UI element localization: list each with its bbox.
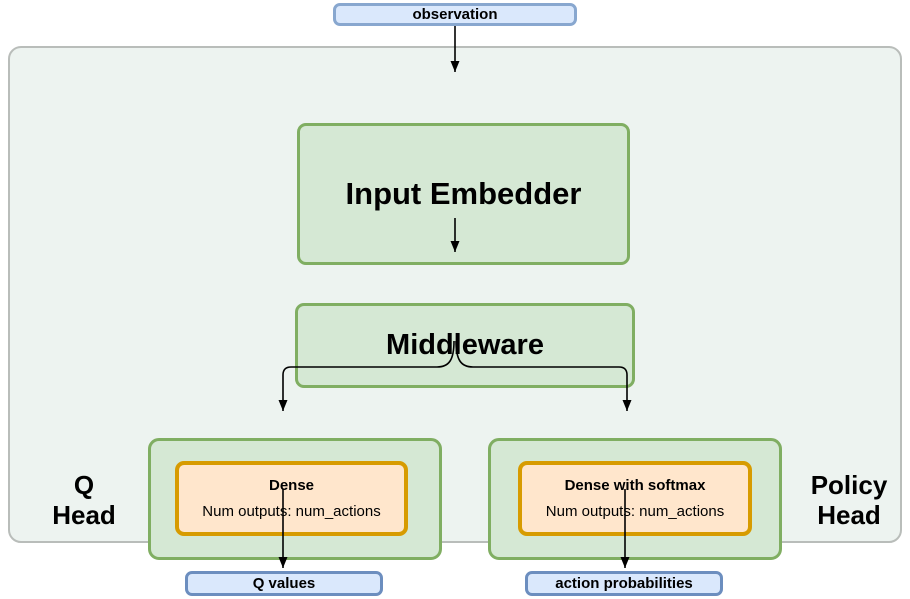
dense-softmax-node: Dense with softmax Num outputs: num_acti…: [518, 461, 752, 536]
network-container: Input Embedder Middleware Q Head Dense N…: [8, 46, 902, 560]
dense-node: Dense Num outputs: num_actions: [175, 461, 408, 536]
policy-head-label-line2: Head: [817, 500, 881, 530]
policy-head-label-line1: Policy: [810, 470, 888, 500]
dense-subtitle: Num outputs: num_actions: [202, 503, 381, 520]
policy-head-container: Dense with softmax Num outputs: num_acti…: [488, 438, 782, 560]
q-values-node: Q values: [185, 571, 383, 596]
q-head-container: Dense Num outputs: num_actions: [148, 438, 442, 560]
action-probabilities-node: action probabilities: [525, 571, 723, 596]
observation-node: observation: [333, 3, 577, 26]
dense-title: Dense: [268, 477, 315, 494]
q-head-label-line1: Q: [73, 470, 95, 500]
q-head-label-line2: Head: [52, 500, 116, 530]
dense-softmax-subtitle: Num outputs: num_actions: [545, 503, 725, 520]
q-head-label: Q Head: [19, 470, 149, 530]
middleware-node: Middleware: [295, 303, 635, 388]
policy-head-label: Policy Head: [784, 470, 910, 530]
dense-softmax-title: Dense with softmax: [564, 477, 706, 494]
input-embedder-node: Input Embedder: [297, 123, 630, 265]
